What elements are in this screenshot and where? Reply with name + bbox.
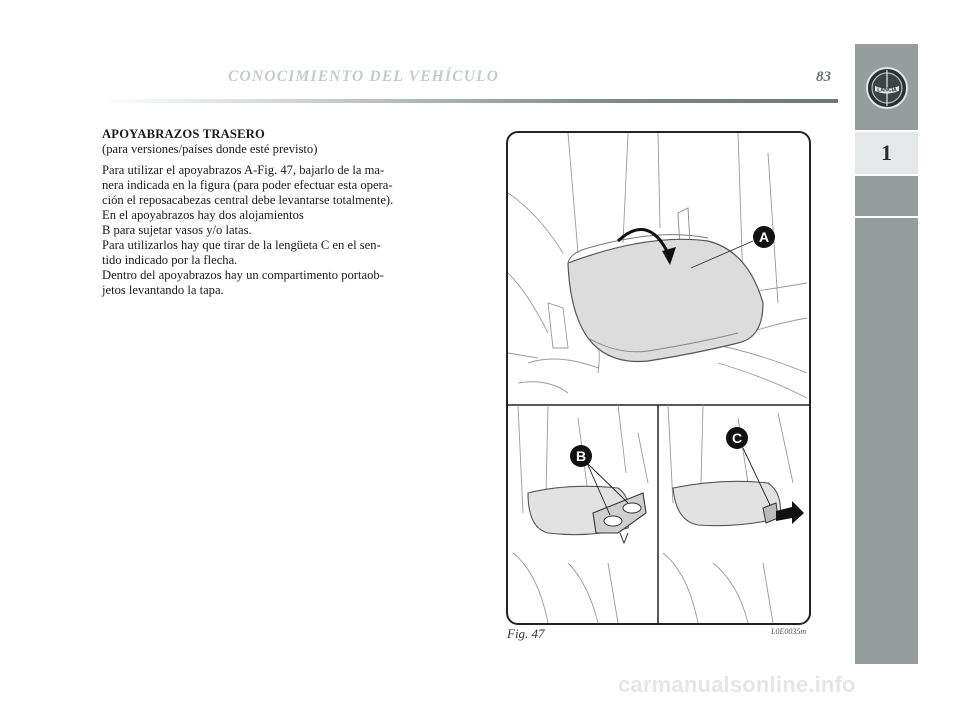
lancia-shield-icon: LANCIA [865, 67, 908, 109]
chapter-number-tab: 1 [855, 130, 918, 176]
armrest-a-shape [567, 234, 764, 363]
text-line: Para utilizar el apoyabrazos A-Fig. 47, … [102, 163, 385, 177]
text-line: Dentro del apoyabrazos hay un compartime… [102, 268, 384, 282]
page-number: 83 [816, 69, 831, 85]
text-line: ción el reposacabezas central debe levan… [102, 193, 394, 207]
text-line: En el apoyabrazos hay dos alojamientos [102, 208, 304, 222]
text-line: B para sujetar vasos y/o latas. [102, 223, 252, 237]
watermark: carmanualsonline.info [618, 672, 856, 697]
section-subtitle: (para versiones/países donde esté previs… [102, 142, 318, 156]
body-text: APOYABRAZOS TRASERO (para versiones/país… [102, 127, 464, 298]
figure-caption: Fig. 47 [507, 626, 545, 641]
sidebar-divider [855, 216, 918, 218]
armrest-illustration: A B C [506, 131, 811, 625]
text-line: jetos levantando la tapa. [102, 283, 224, 297]
chapter-sidebar: LANCIA 1 [855, 44, 918, 664]
label-a: A [759, 229, 769, 245]
running-header-title: CONOCIMIENTO DEL VEHÍCULO [228, 68, 500, 85]
section-title: APOYABRAZOS TRASERO [102, 127, 266, 141]
text-line: Para utilizarlos hay que tirar de la len… [102, 238, 381, 252]
label-c: C [732, 430, 742, 446]
header-rule [100, 99, 838, 103]
text-line: tido indicado por la flecha. [102, 253, 238, 267]
figure-code: L0E0035m [771, 627, 807, 636]
text-line: nera indicada en la figura (para poder e… [102, 178, 393, 192]
label-b: B [576, 448, 586, 464]
svg-text:LANCIA: LANCIA [877, 88, 897, 94]
lancia-logo: LANCIA [855, 44, 918, 132]
